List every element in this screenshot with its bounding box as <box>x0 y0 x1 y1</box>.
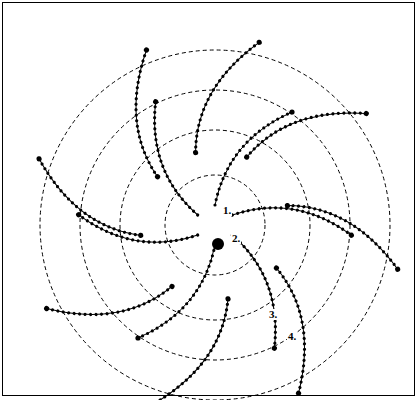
callout-number: 3. <box>268 309 278 320</box>
frame <box>2 2 415 396</box>
callout-number: 2. <box>231 233 241 244</box>
center-core <box>212 238 224 250</box>
callout-number: 4. <box>287 331 297 342</box>
callout-number: 1. <box>222 205 232 216</box>
